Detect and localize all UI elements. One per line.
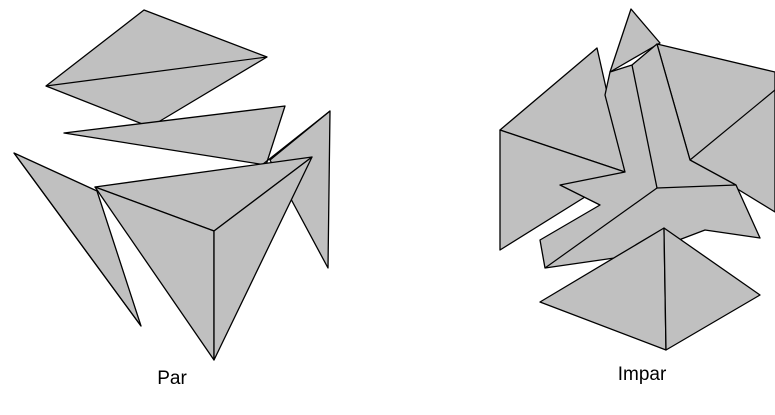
left-figure (14, 10, 330, 360)
right-figure (500, 9, 775, 350)
caption-par: Par (157, 368, 187, 390)
left-middle-triangle (64, 106, 285, 165)
left-top-rhombus (46, 10, 267, 127)
left-left-flap (14, 153, 141, 326)
left-front-face (95, 157, 312, 360)
caption-impar: Impar (618, 364, 667, 386)
